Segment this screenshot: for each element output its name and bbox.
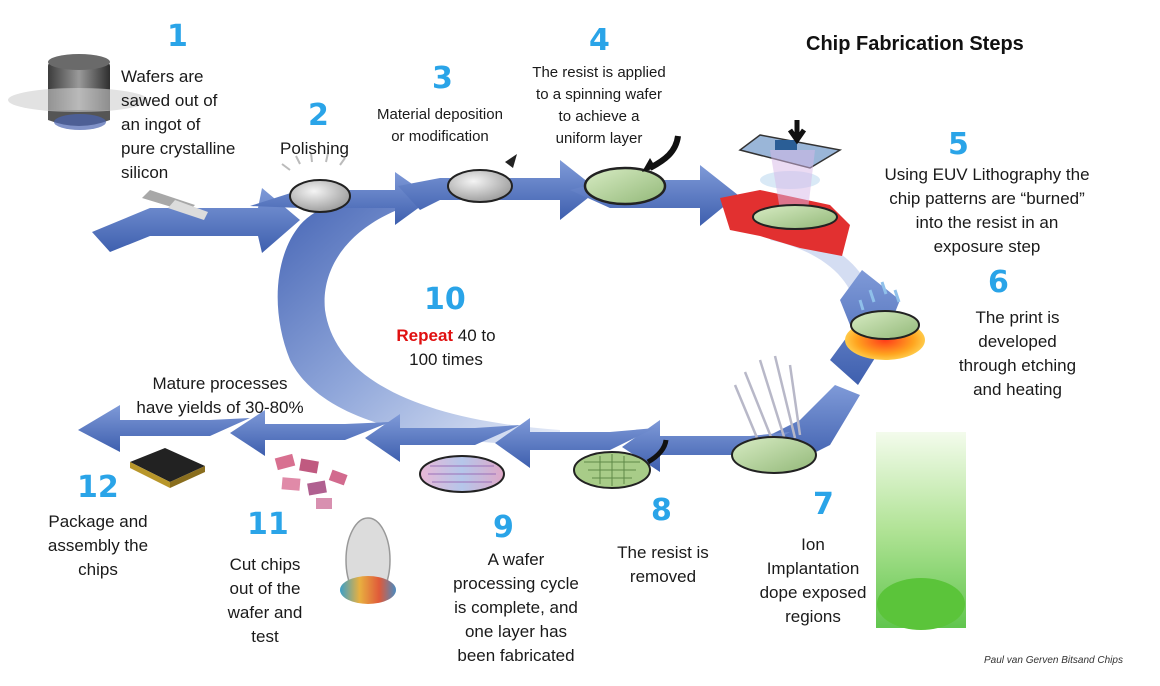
step-text-11: Cut chips out of the wafer and test: [227, 555, 303, 646]
step-number-6: 6: [988, 265, 1009, 300]
step-text-7: Ion Implantation dope exposed regions: [759, 535, 867, 626]
ingot-illustration: [8, 54, 208, 220]
test-wafer: [340, 517, 396, 604]
step-text-3: Material deposition or modification: [377, 106, 503, 145]
step-number-10: 10: [424, 282, 466, 317]
step-number-1: 1: [167, 19, 188, 54]
step-number-7: 7: [813, 487, 834, 522]
step-text-8: The resist is removed: [617, 543, 709, 586]
step-text-9: A wafer processing cycle is complete, an…: [453, 550, 579, 665]
step-text-5: Using EUV Lithography the chip patterns …: [884, 165, 1090, 256]
step-number-12: 12: [77, 470, 119, 505]
deposition-wafer: [447, 154, 517, 203]
bottom-chevrons: [78, 405, 790, 472]
step-number-9: 9: [493, 510, 514, 545]
resist-wafer: [583, 135, 681, 206]
diced-chips: [274, 453, 348, 509]
step-number-5: 5: [948, 127, 969, 162]
repeat-word: Repeat: [396, 326, 454, 345]
yield-note: Mature processes have yields of 30-80%: [136, 374, 304, 417]
polishing-wafer: [281, 152, 351, 213]
step-text-12: Package and assembly the chips: [47, 512, 149, 579]
removal-wafer: [573, 439, 669, 489]
repeat-count: 40 to 100 times: [409, 326, 496, 369]
step-number-11: 11: [247, 507, 289, 542]
implant-illustration: [731, 355, 966, 630]
step-number-8: 8: [651, 493, 672, 528]
step-number-4: 4: [589, 23, 610, 58]
step-text-1: Wafers are sawed out of an ingot of pure…: [121, 67, 236, 182]
patterned-wafer: [419, 455, 505, 493]
diagram-title: Chip Fabrication Steps: [806, 33, 1024, 55]
repeat-note: Repeat 40 to 100 times: [376, 324, 516, 372]
credit-line: Paul van Gerven Bitsand Chips: [984, 655, 1123, 666]
cycle-ring: [277, 192, 560, 445]
step-number-3: 3: [432, 61, 453, 96]
step-number-2: 2: [308, 98, 329, 133]
step-text-2: Polishing: [280, 139, 349, 158]
step-text-6: The print is developed through etching a…: [958, 308, 1077, 399]
packaged-chip: [130, 448, 205, 488]
developed-wafer: [845, 281, 925, 360]
step-text-4: The resist is applied to a spinning wafe…: [532, 64, 666, 147]
lithography-illustration: [738, 120, 843, 230]
